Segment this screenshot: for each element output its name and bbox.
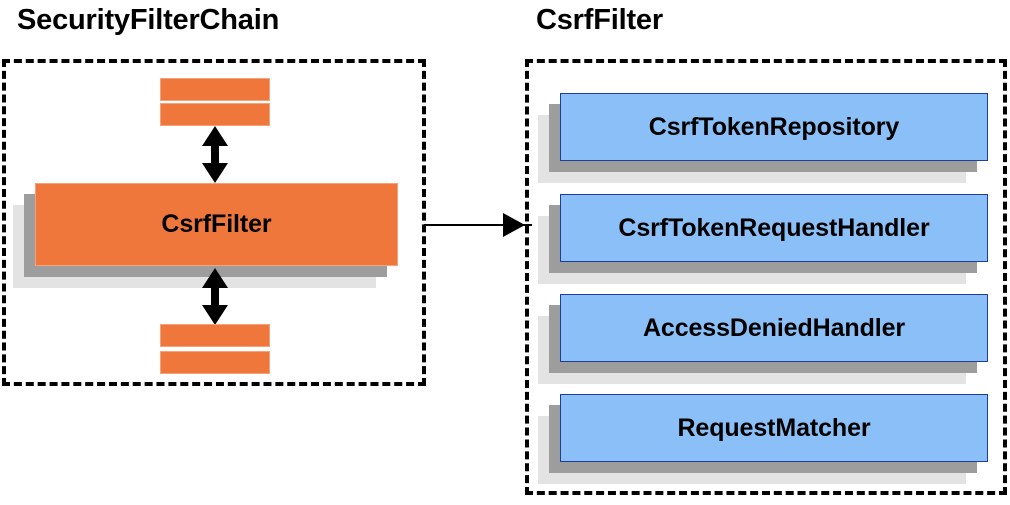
arrow-head-up-icon (202, 126, 228, 146)
collaborator-card-csrf-token-request-handler[interactable]: CsrfTokenRequestHandler (538, 194, 988, 284)
arrow-head-down-icon (202, 305, 228, 325)
filter-bar-lower-1 (160, 324, 270, 347)
filter-bar-upper-2 (160, 103, 270, 126)
collaborator-card-access-denied-handler[interactable]: AccessDeniedHandler (538, 294, 988, 384)
collaborator-label: CsrfTokenRequestHandler (618, 213, 930, 242)
filter-bar-lower-2 (160, 351, 270, 374)
collaborator-card-request-matcher[interactable]: RequestMatcher (538, 394, 988, 484)
filter-bar-upper-1 (160, 78, 270, 101)
card-face: CsrfTokenRepository (560, 93, 988, 161)
csrf-filter-card-label: CsrfFilter (161, 210, 272, 238)
arrow-shaft-upper (211, 142, 219, 170)
collaborator-label: RequestMatcher (677, 413, 871, 442)
security-filter-chain-container (2, 59, 426, 386)
connector-shaft (424, 224, 532, 226)
card-face: CsrfFilter (35, 183, 398, 266)
arrow-head-down-icon (202, 163, 228, 183)
collaborator-label: CsrfTokenRepository (648, 112, 900, 141)
collaborator-card-csrf-token-repository[interactable]: CsrfTokenRepository (538, 93, 988, 183)
page-title-csrf-filter: CsrfFilter (536, 4, 663, 36)
arrow-head-up-icon (202, 268, 228, 288)
arrow-shaft-lower (211, 285, 219, 310)
card-face: AccessDeniedHandler (560, 294, 988, 362)
card-face: RequestMatcher (560, 394, 988, 462)
page-title-security-filter-chain: SecurityFilterChain (17, 4, 280, 36)
csrf-filter-card[interactable]: CsrfFilter (13, 183, 398, 288)
card-face: CsrfTokenRequestHandler (560, 194, 988, 262)
arrow-head-right-icon (503, 213, 525, 237)
collaborator-label: AccessDeniedHandler (642, 313, 906, 342)
csrf-filter-container (525, 59, 1007, 495)
